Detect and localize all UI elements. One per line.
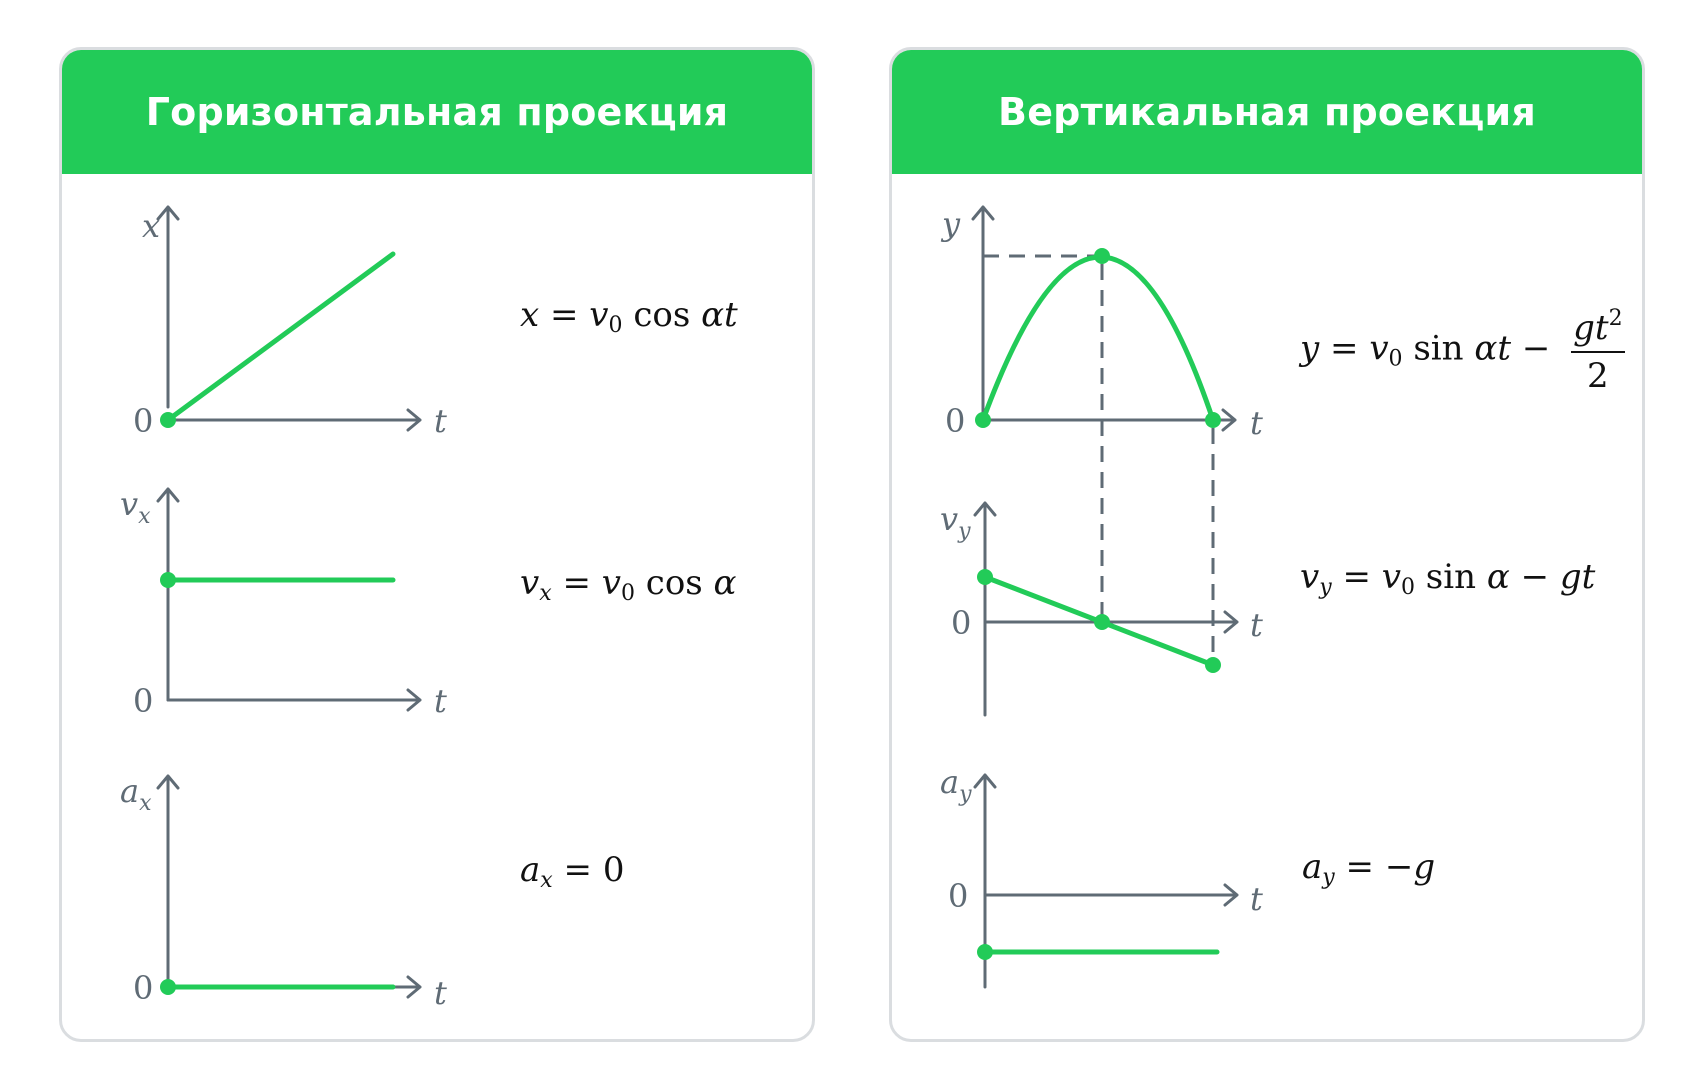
ax-zero-label: 0 xyxy=(133,969,153,1007)
y-t-label: t xyxy=(1250,404,1263,442)
ax-of-t-graph: ax 0 t xyxy=(120,772,447,1012)
ax-origin-point xyxy=(160,979,176,995)
vertical-projection-title: Вертикальная проекция xyxy=(892,50,1642,174)
ax-t-label: t xyxy=(434,974,447,1012)
ax-axis-label: ax xyxy=(120,772,152,816)
ay-formula: ay = −g xyxy=(1302,847,1436,890)
vy-zero-label: 0 xyxy=(951,604,971,642)
ax-formula: ax = 0 xyxy=(520,850,625,893)
ay-axis-label: ay xyxy=(940,763,972,807)
vy-start-point xyxy=(977,569,993,585)
ax-axis-vertical xyxy=(156,774,180,989)
y-axis-horizontal xyxy=(981,408,1237,432)
vx-axis-label: vx xyxy=(120,485,151,529)
vx-formula: vx = v0 cos α xyxy=(520,563,737,606)
x-of-t-line xyxy=(165,251,396,423)
y-landing-point xyxy=(1205,412,1221,428)
horizontal-projection-card: Горизонтальная проекция x 0 t vx 0 t xyxy=(59,47,815,1042)
x-zero-label: 0 xyxy=(133,402,153,440)
y-axis-label: y xyxy=(940,205,961,243)
vx-t-label: t xyxy=(434,682,447,720)
vertical-graphs: y 0 t vy 0 t ay xyxy=(940,205,1263,989)
ay-t-label: t xyxy=(1250,880,1263,918)
vx-of-t-graph: vx 0 t xyxy=(120,485,447,720)
vy-axis-vertical xyxy=(973,501,997,717)
x-origin-point xyxy=(160,412,176,428)
horizontal-graphs: x 0 t vx 0 t ax 0 t xyxy=(120,205,447,1012)
y-peak-point xyxy=(1094,248,1110,264)
y-origin-point xyxy=(975,412,991,428)
vertical-projection-card: Вертикальная проекция y 0 t vy xyxy=(889,47,1645,1042)
ay-zero-label: 0 xyxy=(948,877,968,915)
x-of-t-graph: x 0 t xyxy=(133,205,447,440)
x-axis-horizontal xyxy=(166,408,422,432)
x-axis-label: x xyxy=(142,207,160,245)
vx-start-point xyxy=(160,572,176,588)
x-t-label: t xyxy=(434,402,447,440)
x-axis-vertical xyxy=(156,205,180,409)
y-axis-vertical xyxy=(971,205,995,422)
ay-axis-horizontal xyxy=(983,883,1239,907)
x-formula: x = v0 cos αt xyxy=(520,295,738,338)
ay-of-t-graph: ay 0 t xyxy=(940,763,1263,989)
ay-start-point xyxy=(977,944,993,960)
vy-formula: vy = v0 sin α − gt xyxy=(1300,557,1596,600)
vy-end-point xyxy=(1205,657,1221,673)
vx-axis-horizontal xyxy=(166,688,422,712)
vx-axis-vertical xyxy=(156,487,180,702)
vy-axis-label: vy xyxy=(940,500,971,544)
horizontal-projection-title: Горизонтальная проекция xyxy=(62,50,812,174)
vy-zero-crossing-point xyxy=(1094,614,1110,630)
y-of-t-graph: y 0 t xyxy=(940,205,1263,442)
vy-t-label: t xyxy=(1250,606,1263,644)
vy-of-t-graph: vy 0 t xyxy=(940,500,1263,717)
y-parabola xyxy=(980,254,1216,423)
y-zero-label: 0 xyxy=(945,402,965,440)
vx-zero-label: 0 xyxy=(133,682,153,720)
vy-axis-horizontal xyxy=(983,610,1239,634)
